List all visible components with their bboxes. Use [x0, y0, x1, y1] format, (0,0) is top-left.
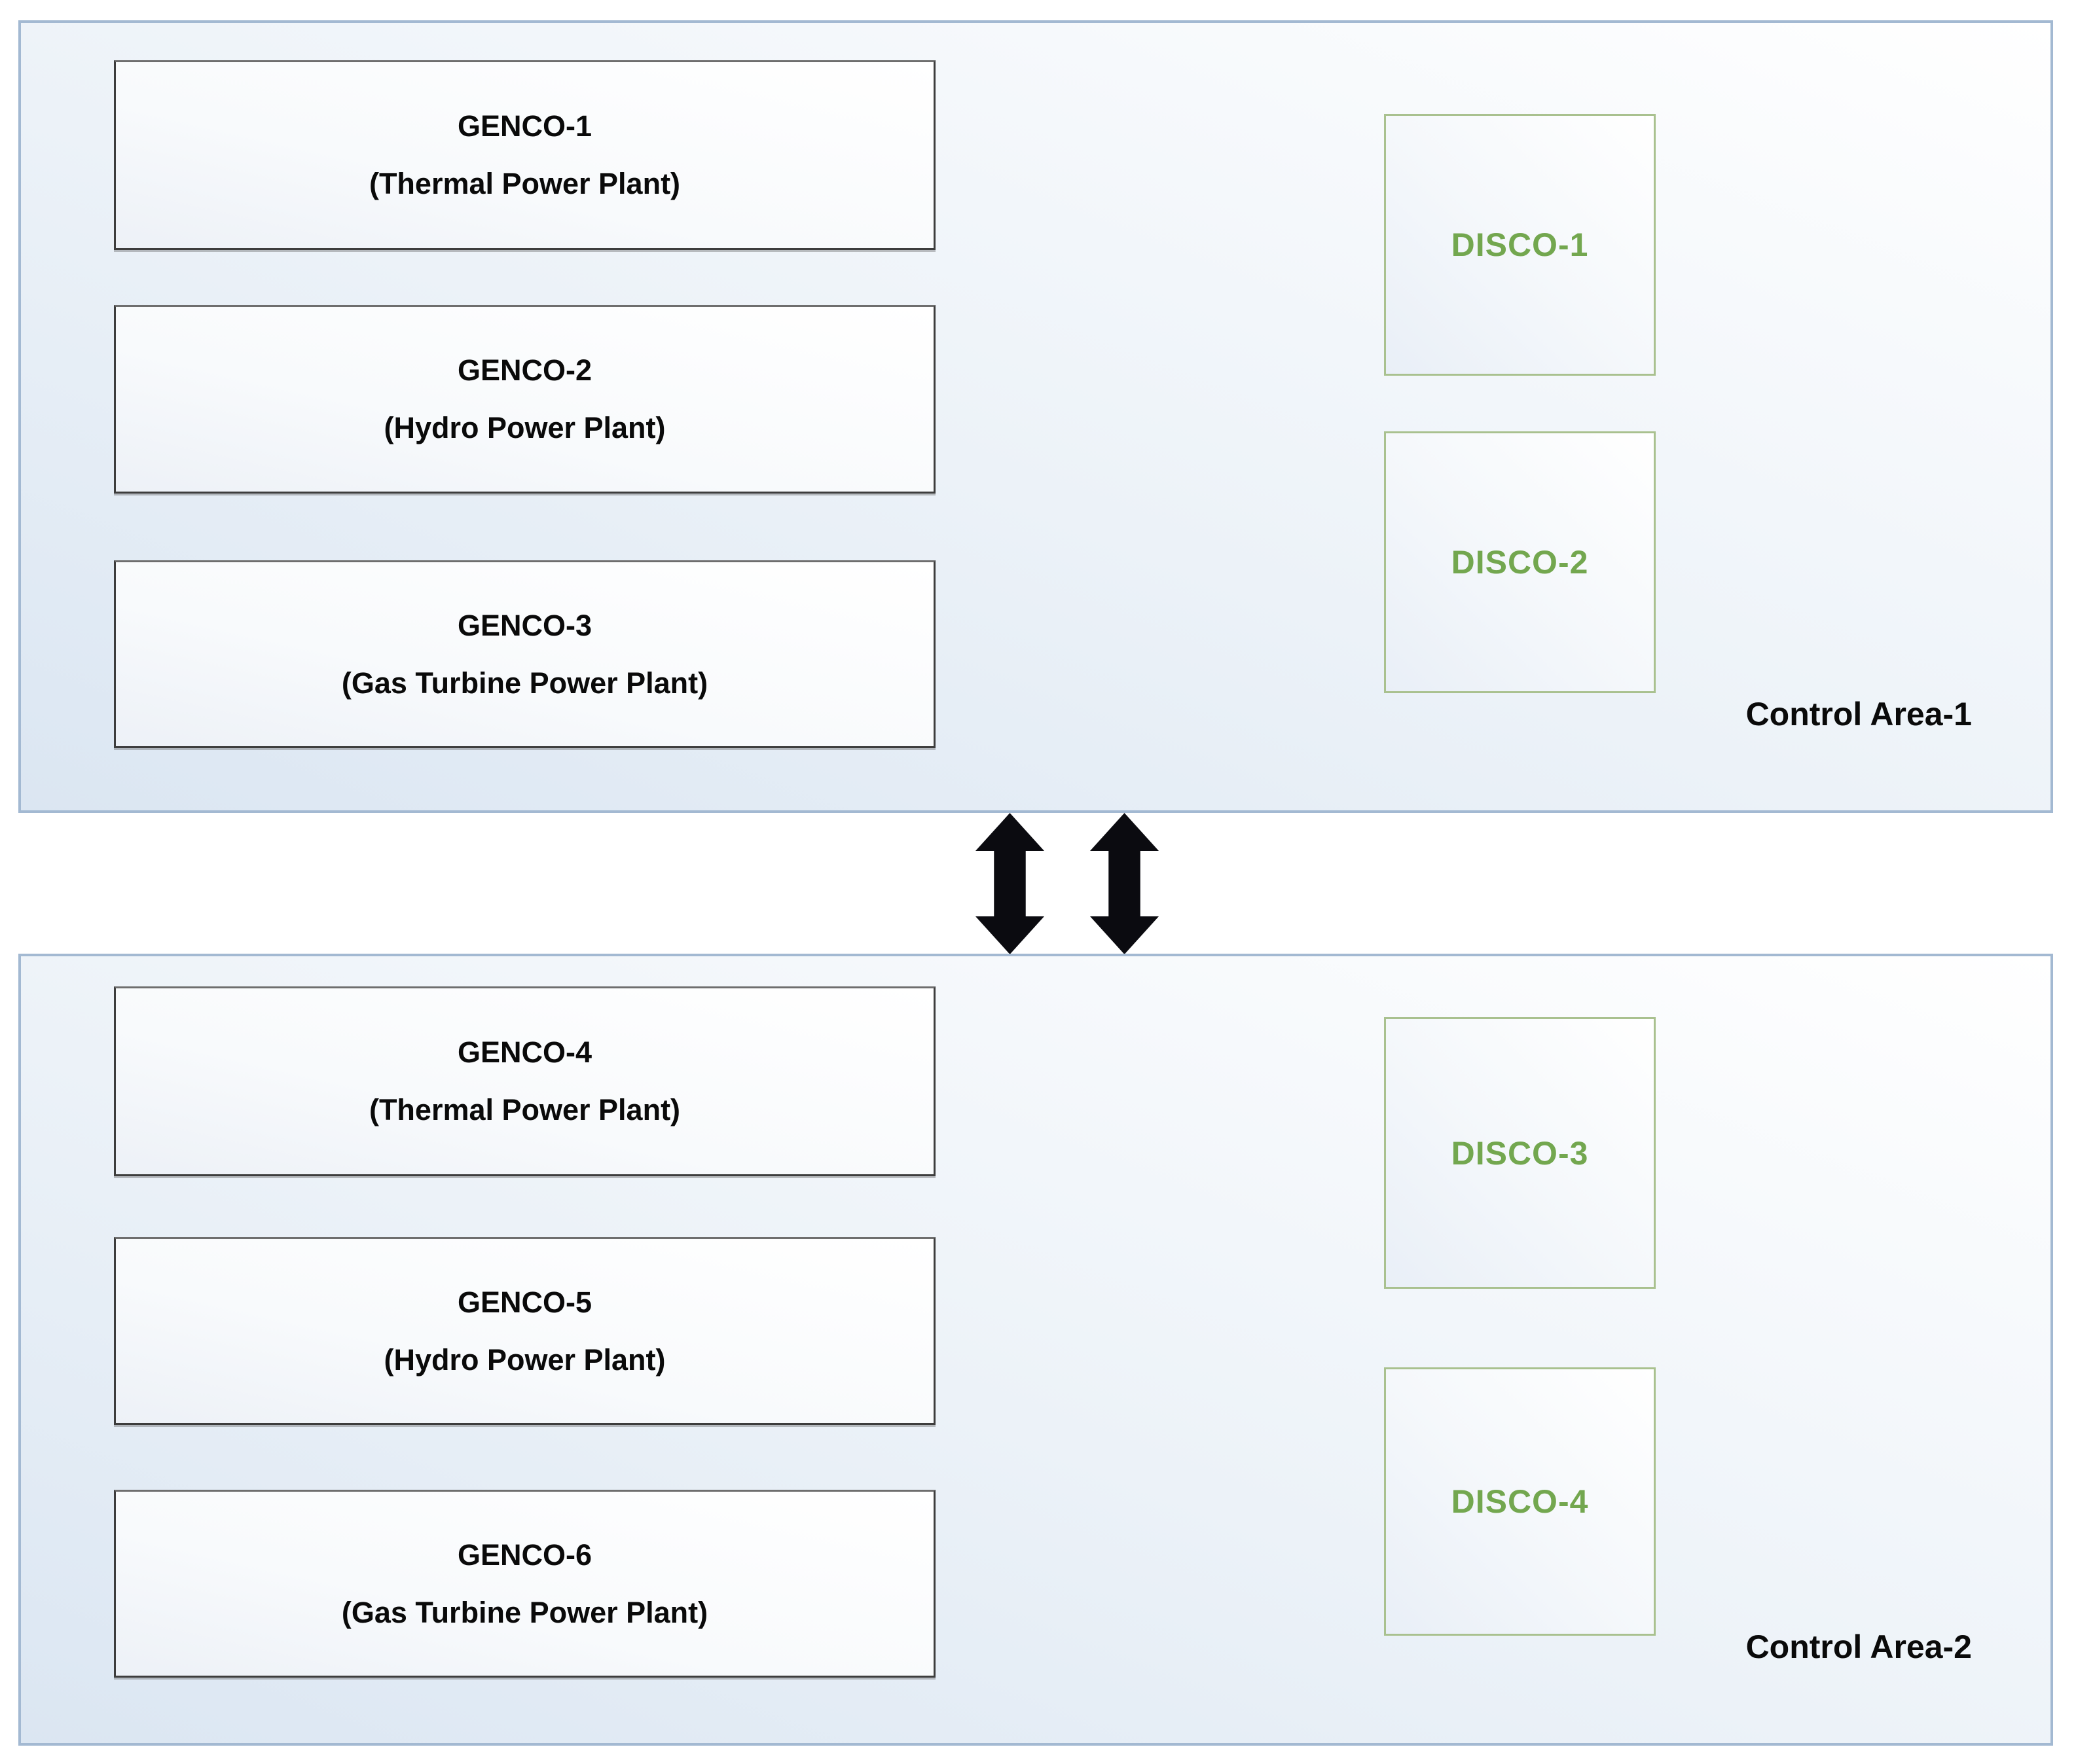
genco-name: GENCO-6 [457, 1538, 592, 1572]
disco-name: DISCO-2 [1451, 544, 1589, 581]
control-area-1: GENCO-1 (Thermal Power Plant) GENCO-2 (H… [18, 20, 2053, 813]
genco-6-box: GENCO-6 (Gas Turbine Power Plant) [114, 1490, 936, 1678]
genco-1-box: GENCO-1 (Thermal Power Plant) [114, 60, 936, 250]
disco-4-box: DISCO-4 [1384, 1367, 1656, 1636]
genco-plant-type: (Gas Turbine Power Plant) [341, 666, 708, 700]
genco-5-box: GENCO-5 (Hydro Power Plant) [114, 1237, 936, 1425]
genco-name: GENCO-2 [457, 353, 592, 387]
disco-2-box: DISCO-2 [1384, 431, 1656, 693]
genco-3-box: GENCO-3 (Gas Turbine Power Plant) [114, 560, 936, 748]
genco-plant-type: (Hydro Power Plant) [384, 1342, 666, 1377]
disco-name: DISCO-4 [1451, 1483, 1589, 1520]
genco-4-box: GENCO-4 (Thermal Power Plant) [114, 986, 936, 1176]
disco-3-box: DISCO-3 [1384, 1017, 1656, 1289]
control-area-2: GENCO-4 (Thermal Power Plant) GENCO-5 (H… [18, 954, 2053, 1746]
tie-line-double-arrow-icon [1090, 813, 1159, 954]
disco-name: DISCO-1 [1451, 226, 1589, 263]
genco-plant-type: (Hydro Power Plant) [384, 411, 666, 444]
genco-name: GENCO-3 [457, 608, 592, 642]
disco-1-box: DISCO-1 [1384, 114, 1656, 376]
genco-name: GENCO-4 [457, 1035, 592, 1069]
genco-2-box: GENCO-2 (Hydro Power Plant) [114, 305, 936, 494]
tie-line-double-arrow-icon [975, 813, 1044, 954]
control-area-1-label: Control Area-1 [1745, 696, 1972, 732]
control-area-2-label: Control Area-2 [1745, 1629, 1972, 1665]
genco-name: GENCO-5 [457, 1285, 592, 1319]
genco-name: GENCO-1 [457, 109, 592, 143]
disco-name: DISCO-3 [1451, 1134, 1589, 1172]
genco-plant-type: (Thermal Power Plant) [369, 1093, 681, 1126]
genco-plant-type: (Gas Turbine Power Plant) [341, 1595, 708, 1629]
genco-plant-type: (Thermal Power Plant) [369, 167, 681, 200]
